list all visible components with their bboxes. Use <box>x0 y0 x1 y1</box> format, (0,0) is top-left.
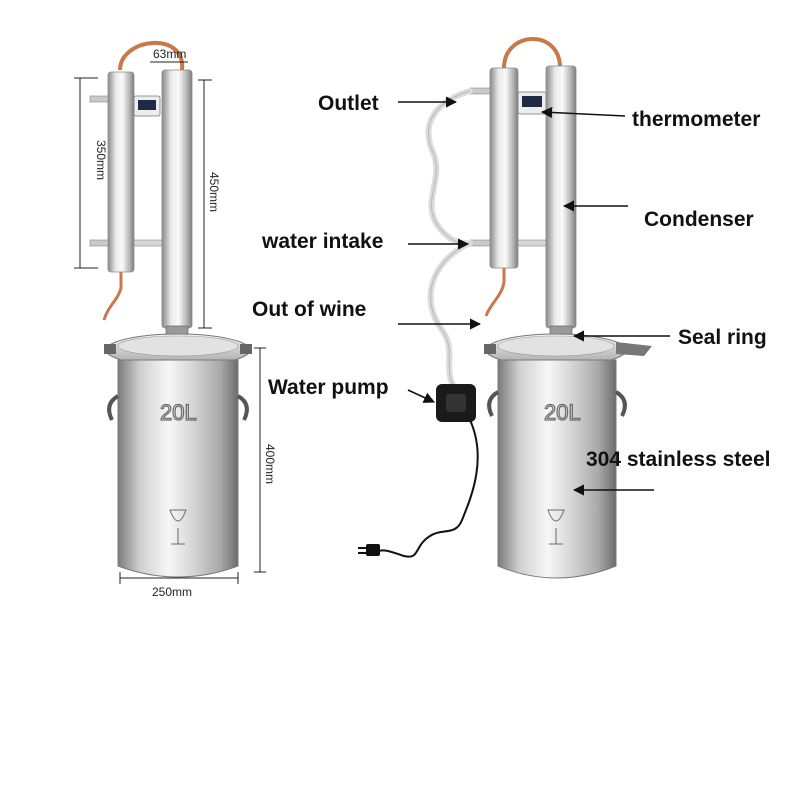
callout-water-pump: Water pump <box>268 376 389 399</box>
dim-label-350: 350mm <box>94 140 108 180</box>
condenser-tube-left <box>107 71 135 273</box>
port-lower-left <box>89 239 109 247</box>
lid-clamp-right-b <box>616 342 652 356</box>
output-spout-left <box>102 272 123 321</box>
callout-outlet: Outlet <box>318 92 379 115</box>
power-plug-icon <box>358 544 380 556</box>
column-tube-left <box>161 69 193 329</box>
dim-label-250: 250mm <box>152 585 192 599</box>
output-spout-right <box>484 268 506 317</box>
dim-label-63: 63mm <box>153 47 186 61</box>
callout-condenser: Condenser <box>644 208 754 231</box>
hose-intake <box>427 240 473 395</box>
lid-clamp-right-a <box>484 344 496 354</box>
wine-glass-logo-left <box>169 509 187 545</box>
dim-label-450: 450mm <box>207 172 221 212</box>
copper-bend-left <box>118 41 185 71</box>
lid-clamp-left-a <box>104 344 116 354</box>
lid-clamp-left-b <box>240 344 252 354</box>
left-distiller: 20L <box>89 41 252 578</box>
pot-body-right <box>497 359 617 579</box>
arrow-icon <box>407 389 436 403</box>
power-cord <box>377 419 479 558</box>
dimension-lines <box>74 61 266 584</box>
handle-left-a <box>107 394 120 421</box>
callout-water-intake: water intake <box>261 230 383 253</box>
thermometer-screen-right <box>522 96 542 107</box>
column-tube-right <box>545 65 577 329</box>
handle-right-b <box>614 390 627 417</box>
arrow-icon <box>540 106 626 119</box>
wine-glass-logo-right <box>547 509 565 545</box>
handle-left-b <box>236 394 249 421</box>
right-distiller: 20L <box>469 37 652 579</box>
thermometer-screen <box>138 100 156 110</box>
lid-top-right <box>497 335 615 357</box>
lid-top-left <box>117 335 239 357</box>
condenser-tube-right <box>489 67 519 269</box>
bridge-pipe-right <box>517 239 547 247</box>
volume-marking-left: 20L <box>160 400 197 425</box>
callout-stainless: 304 stainless steel <box>586 448 770 471</box>
handle-right-a <box>487 390 500 417</box>
bridge-pipe-left <box>133 239 163 247</box>
volume-marking-right: 20L <box>544 400 581 425</box>
callout-out-of-wine: Out of wine <box>252 298 366 321</box>
port-upper-left <box>89 95 109 103</box>
pot-body-left <box>117 359 239 578</box>
callout-thermometer: thermometer <box>632 108 760 131</box>
copper-bend-right <box>502 37 563 71</box>
callout-arrows <box>398 96 670 496</box>
callout-seal-ring: Seal ring <box>678 326 767 349</box>
water-pump-icon <box>436 384 476 422</box>
dim-label-400: 400mm <box>263 444 277 484</box>
